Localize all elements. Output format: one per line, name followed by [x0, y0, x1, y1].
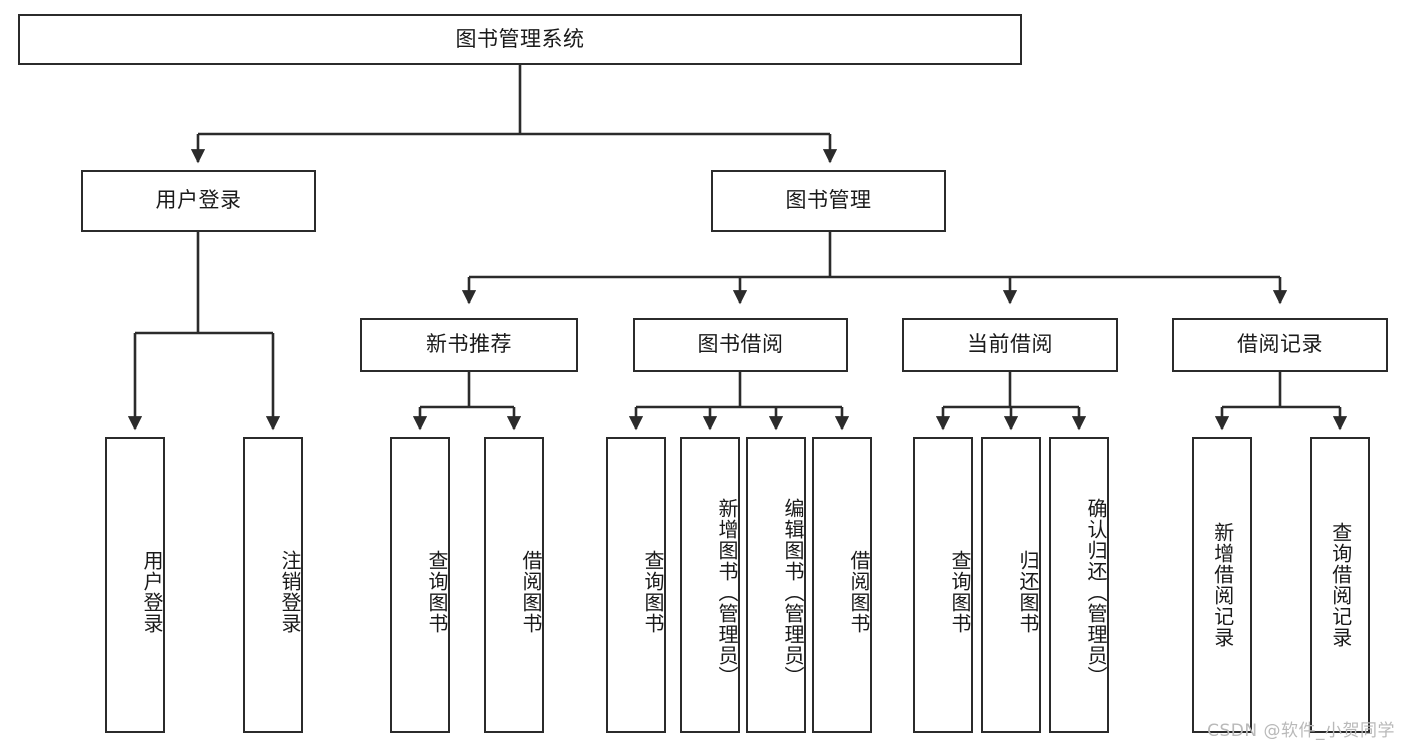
node-label: 当前借阅	[967, 332, 1053, 357]
node-user-login[interactable]: 用户登录	[81, 170, 316, 232]
node-borrow-records[interactable]: 借阅记录	[1172, 318, 1388, 372]
node-label: 新增图书（管理员）	[715, 497, 739, 687]
node-label: 借阅图书	[847, 550, 871, 634]
leaf-query-books-borrow[interactable]: 查询图书	[606, 437, 666, 733]
node-root-system[interactable]: 图书管理系统	[18, 14, 1022, 65]
node-label: 借阅记录	[1237, 332, 1323, 357]
node-label: 借阅图书	[519, 550, 543, 634]
leaf-return-books[interactable]: 归还图书	[981, 437, 1041, 733]
leaf-logout[interactable]: 注销登录	[243, 437, 303, 733]
node-label: 查询图书	[641, 550, 665, 634]
leaf-query-borrow-record[interactable]: 查询借阅记录	[1310, 437, 1370, 733]
node-label: 编辑图书（管理员）	[781, 497, 805, 687]
node-label: 新增借阅记录	[1210, 522, 1235, 648]
leaf-borrow-books[interactable]: 借阅图书	[812, 437, 872, 733]
node-current-borrowing[interactable]: 当前借阅	[902, 318, 1118, 372]
node-label: 注销登录	[278, 550, 302, 634]
node-label: 新书推荐	[426, 332, 512, 357]
watermark: CSDN @软件_小贺同学	[1207, 721, 1395, 741]
node-label: 用户登录	[140, 550, 164, 634]
leaf-add-book-admin[interactable]: 新增图书（管理员）	[680, 437, 740, 733]
node-label: 图书借阅	[697, 332, 784, 357]
node-book-management[interactable]: 图书管理	[711, 170, 946, 232]
node-label: 查询借阅记录	[1328, 522, 1353, 648]
node-label: 图书管理	[785, 188, 872, 213]
node-label: 查询图书	[425, 550, 449, 634]
node-label: 用户登录	[155, 188, 242, 213]
leaf-edit-book-admin[interactable]: 编辑图书（管理员）	[746, 437, 806, 733]
leaf-add-borrow-record[interactable]: 新增借阅记录	[1192, 437, 1252, 733]
node-label: 归还图书	[1016, 550, 1040, 634]
node-label: 图书管理系统	[455, 26, 585, 51]
node-label: 查询图书	[948, 550, 972, 634]
node-book-borrowing[interactable]: 图书借阅	[633, 318, 848, 372]
leaf-query-books-current[interactable]: 查询图书	[913, 437, 973, 733]
node-label: 确认归还（管理员）	[1084, 497, 1108, 687]
node-new-book-recommendation[interactable]: 新书推荐	[360, 318, 578, 372]
leaf-borrow-books-new[interactable]: 借阅图书	[484, 437, 544, 733]
leaf-confirm-return-admin[interactable]: 确认归还（管理员）	[1049, 437, 1109, 733]
leaf-query-books-new[interactable]: 查询图书	[390, 437, 450, 733]
leaf-user-login[interactable]: 用户登录	[105, 437, 165, 733]
